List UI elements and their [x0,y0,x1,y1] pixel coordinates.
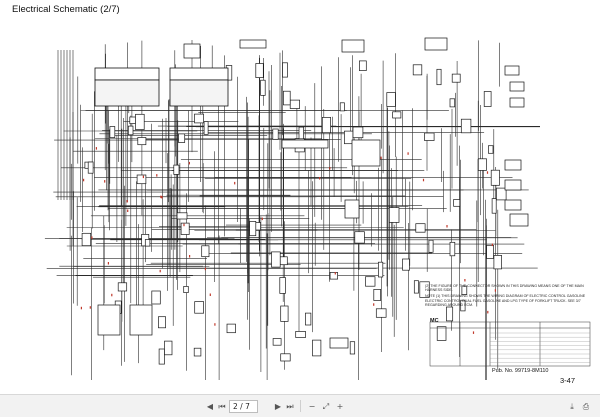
page-input[interactable]: 2 / 7 [229,400,258,413]
ecm-connector-block [94,67,229,107]
toolbar-divider [300,400,301,412]
schematic-page: Electrical Schematic (2/7) [12,4,595,385]
note-2: (2) THE FIGURE OF THE CONNECTOR SHOWN IN… [425,284,584,293]
bottom-components [97,199,360,349]
right-components [504,65,529,227]
top-connectors [183,37,448,167]
horizontal-wires [44,110,540,278]
zoom-out-icon[interactable]: − [308,402,316,411]
print-icon[interactable]: ⎙ [582,402,590,411]
page-title: Electrical Schematic (2/7) [12,4,120,15]
schematic-notes: (2) THE FIGURE OF THE CONNECTOR SHOWN IN… [425,284,595,309]
prev-page-icon[interactable]: ◀ [206,402,214,411]
pdf-viewer-toolbar: ◀ ⏮ 2 / 7 ▶ ⏭ − ⤢ + ⤓ ⎙ [0,394,600,417]
model-table [429,321,591,367]
next-page-icon[interactable]: ▶ [274,402,282,411]
first-page-icon[interactable]: ⏮ [218,402,226,411]
download-icon[interactable]: ⤓ [570,402,574,411]
wiring-diagram [44,37,591,380]
page-number: 3-47 [560,376,576,385]
fit-page-icon[interactable]: ⤢ [322,402,330,411]
last-page-icon[interactable]: ⏭ [286,402,294,411]
zoom-in-icon[interactable]: + [336,402,344,411]
note-1: NOTE (1) THIS DRAWING SHOWS THE WIRING D… [425,294,586,307]
publication-number: Pub. No. 99719-8M110 [492,368,549,374]
table-label: MC [430,318,439,324]
model-table-rows [490,332,590,363]
connectors [81,60,507,365]
